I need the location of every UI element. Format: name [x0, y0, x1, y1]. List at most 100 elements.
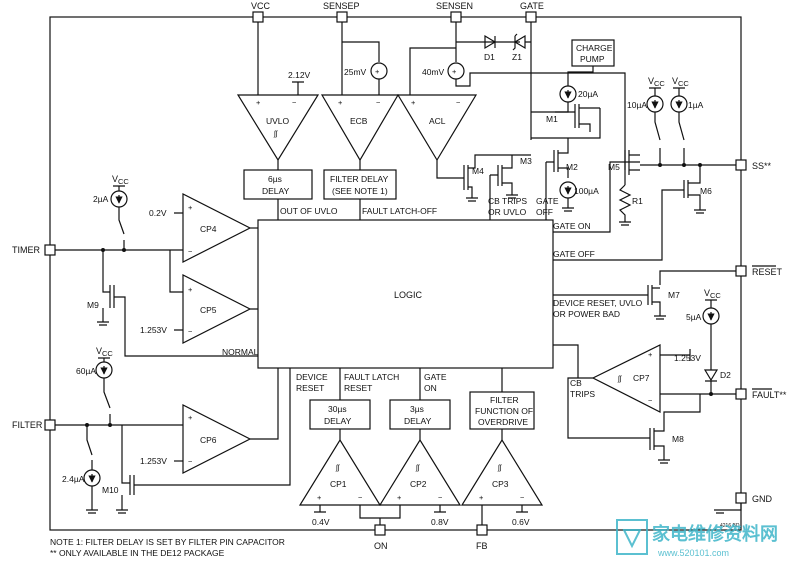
pin-sensen: [450, 11, 462, 23]
transistor-m6: [553, 165, 706, 261]
comparator-cp4: [182, 193, 252, 263]
svg-text:+: +: [397, 493, 402, 502]
svg-text:(SEE NOTE 1): (SEE NOTE 1): [332, 186, 388, 196]
signal-out-of-uvlo: OUT OF UVLO: [280, 206, 338, 216]
svg-text:M9: M9: [87, 300, 99, 310]
svg-text:家电维修资料网: 家电维修资料网: [652, 523, 778, 544]
pin-vcc: [252, 11, 264, 23]
svg-text:FILTER: FILTER: [490, 395, 519, 405]
svg-text:CP4: CP4: [200, 224, 217, 234]
svg-text:www.520101.com: www.520101.com: [657, 548, 729, 558]
svg-text:20µA: 20µA: [578, 89, 598, 99]
svg-text:VCC: VCC: [672, 76, 689, 88]
signal-gate-on: GATE ON: [553, 221, 591, 231]
svg-text:DELAY: DELAY: [404, 416, 432, 426]
pin-gate: [525, 11, 537, 23]
pin-sensen-label: SENSEN: [436, 1, 473, 11]
filter-function-box: [469, 391, 535, 430]
svg-text:PUMP: PUMP: [580, 54, 605, 64]
svg-text:CP2: CP2: [410, 479, 427, 489]
comparator-uvlo: [236, 94, 320, 162]
svg-text:+: +: [452, 67, 457, 76]
logic-label: LOGIC: [394, 290, 423, 300]
d1-label: D1: [484, 52, 495, 62]
svg-text:FAULT LATCH: FAULT LATCH: [344, 372, 399, 382]
svg-text:ON: ON: [424, 383, 437, 393]
svg-text:M2: M2: [566, 162, 578, 172]
note-2: ** ONLY AVAILABLE IN THE DE12 PACKAGE: [50, 548, 225, 558]
transistor-m7: [553, 285, 666, 320]
pin-gnd-label: GND: [752, 494, 773, 504]
svg-text:DELAY: DELAY: [324, 416, 352, 426]
svg-text:GATE: GATE: [536, 196, 559, 206]
svg-text:CB TRIPS: CB TRIPS: [488, 196, 527, 206]
delay-30us: [309, 399, 371, 430]
svg-text:VCC: VCC: [704, 288, 721, 300]
transistor-m10: [116, 368, 291, 514]
note-1: NOTE 1: FILTER DELAY IS SET BY FILTER PI…: [50, 537, 285, 547]
comparator-acl: [396, 94, 478, 162]
pin-fb-label: FB: [476, 541, 488, 551]
pin-timer-label: TIMER: [12, 245, 40, 255]
comparator-cp1: [298, 438, 382, 506]
svg-text:TRIPS: TRIPS: [570, 389, 595, 399]
svg-text:ʃʃ: ʃʃ: [273, 129, 279, 138]
svg-text:M5: M5: [608, 162, 620, 172]
svg-text:−: −: [648, 396, 653, 405]
transistor-m1: [555, 104, 600, 132]
svg-text:0.4V: 0.4V: [312, 517, 330, 527]
svg-text:0.8V: 0.8V: [431, 517, 449, 527]
pin-vcc-label: VCC: [251, 1, 271, 11]
svg-text:0.2V: 0.2V: [149, 208, 167, 218]
svg-text:−: −: [292, 98, 297, 107]
svg-text:+: +: [411, 98, 416, 107]
svg-text:+: +: [317, 493, 322, 502]
svg-text:6µs: 6µs: [268, 174, 282, 184]
pin-gate-label: GATE: [520, 1, 544, 11]
svg-text:M3: M3: [520, 156, 532, 166]
svg-text:30µs: 30µs: [328, 404, 347, 414]
svg-text:−: −: [358, 493, 363, 502]
svg-text:10µA: 10µA: [627, 100, 647, 110]
svg-text:5µA: 5µA: [686, 312, 702, 322]
svg-text:M10: M10: [102, 485, 119, 495]
svg-text:2µA: 2µA: [93, 194, 109, 204]
svg-text:ʃʃ: ʃʃ: [617, 374, 623, 383]
signal-normal: NORMAL: [222, 347, 259, 357]
svg-text:+: +: [479, 493, 484, 502]
charge-pump-box: [571, 39, 615, 67]
svg-text:ʃʃ: ʃʃ: [335, 463, 341, 472]
comparator-cp6: [182, 404, 252, 474]
svg-text:DEVICE RESET, UVLO: DEVICE RESET, UVLO: [553, 298, 643, 308]
svg-text:M6: M6: [700, 186, 712, 196]
pin-fault: [735, 388, 747, 400]
svg-text:OR UVLO: OR UVLO: [488, 207, 527, 217]
svg-text:−: −: [438, 493, 443, 502]
figure-id: 4216 BD: [720, 523, 740, 529]
watermark: 家电维修资料网 www.520101.com: [616, 519, 778, 558]
svg-text:GATE: GATE: [424, 372, 447, 382]
svg-text:M8: M8: [672, 434, 684, 444]
svg-text:FILTER DELAY: FILTER DELAY: [330, 174, 389, 184]
delay-6us: [243, 169, 313, 200]
svg-text:R1: R1: [632, 196, 643, 206]
comparator-cp2: [378, 438, 462, 506]
pin-ss-label: SS**: [752, 161, 772, 171]
svg-text:CHARGE: CHARGE: [576, 43, 613, 53]
svg-text:+: +: [338, 98, 343, 107]
svg-text:OVERDRIVE: OVERDRIVE: [478, 417, 528, 427]
svg-text:CB: CB: [570, 378, 582, 388]
svg-text:CP6: CP6: [200, 435, 217, 445]
svg-text:FUNCTION OF: FUNCTION OF: [475, 406, 533, 416]
svg-text:VCC: VCC: [96, 346, 113, 358]
svg-text:CP5: CP5: [200, 305, 217, 315]
svg-text:−: −: [188, 457, 193, 466]
svg-text:1.253V: 1.253V: [140, 456, 167, 466]
svg-text:CP1: CP1: [330, 479, 347, 489]
pin-on: [374, 524, 386, 536]
transistor-m3: [490, 155, 518, 199]
svg-text:100µA: 100µA: [574, 186, 599, 196]
z1-label: Z1: [512, 52, 522, 62]
svg-text:+: +: [188, 413, 193, 422]
